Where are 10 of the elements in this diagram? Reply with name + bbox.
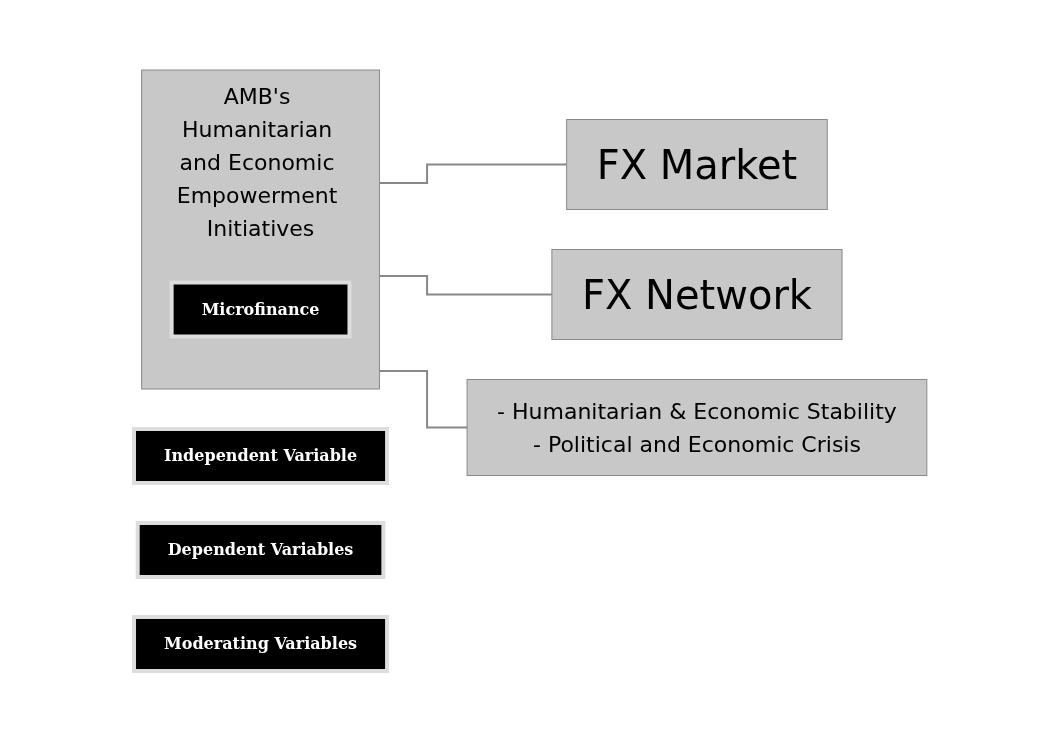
node-box: Microfinance [169,280,352,339]
connector [378,274,553,296]
node-box: Independent Variable [131,427,389,485]
node-box: Moderating Variables [131,615,389,673]
connector [378,163,568,185]
node-box: FX Market [565,119,828,210]
node-box: Dependent Variables [135,521,385,579]
node-box: FX Network [550,249,843,340]
connector [378,369,468,429]
node-box: - Humanitarian & Economic Stability - Political and Economic Crisis [466,379,927,476]
